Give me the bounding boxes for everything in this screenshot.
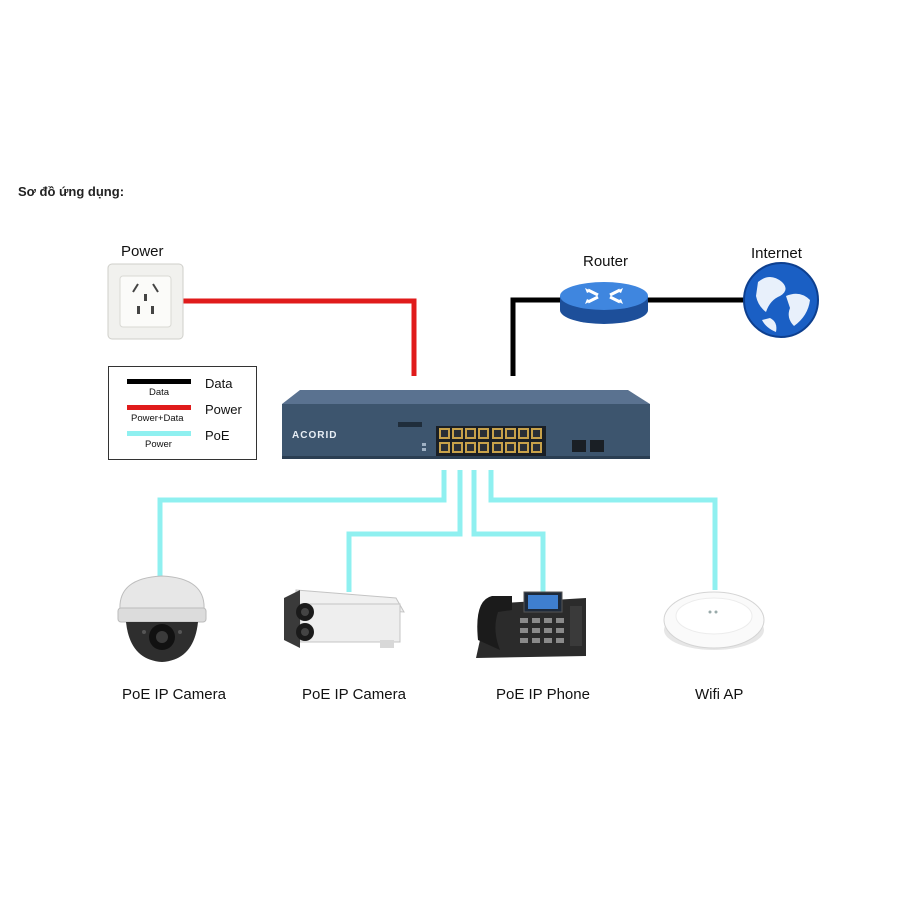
switch-brand-label: ACORID — [292, 430, 338, 441]
legend-power-caption: Power+Data — [131, 413, 184, 424]
power-label: Power — [121, 243, 164, 260]
phone-label: PoE IP Phone — [496, 686, 590, 703]
diagram-heading: Sơ đồ ứng dụng: — [18, 184, 125, 199]
wifi-ap-label: Wifi AP — [695, 686, 744, 703]
legend-data-name: Data — [205, 376, 233, 391]
poe-line-camera-bullet — [346, 470, 463, 592]
legend-data-caption: Data — [149, 387, 170, 398]
legend-power-name: Power — [205, 402, 242, 417]
dome-camera-icon — [117, 575, 207, 662]
switch-sfp-ports — [572, 440, 604, 452]
poe-switch-device — [282, 390, 650, 459]
power-line — [183, 298, 417, 376]
legend-power-swatch — [127, 405, 191, 410]
poe-line-wifi — [488, 470, 718, 590]
legend-poe-swatch — [127, 431, 191, 436]
legend-poe-caption: Power — [145, 439, 172, 450]
router-icon — [560, 282, 648, 324]
bullet-camera-icon — [284, 589, 405, 648]
wifi-ap-icon — [663, 591, 765, 650]
poe-lines — [157, 470, 718, 592]
internet-label: Internet — [751, 245, 802, 262]
internet-globe-icon — [743, 262, 819, 338]
poe-line-phone — [471, 470, 546, 592]
camera-dome-label: PoE IP Camera — [122, 686, 226, 703]
poe-line-camera-dome — [157, 470, 447, 578]
ip-phone-icon — [476, 591, 586, 658]
legend-data-swatch — [127, 379, 191, 384]
switch-ports — [436, 426, 546, 456]
power-socket-icon — [107, 263, 184, 340]
camera-bullet-label: PoE IP Camera — [302, 686, 406, 703]
legend-poe-name: PoE — [205, 428, 230, 443]
router-label: Router — [583, 253, 629, 270]
data-line-router — [510, 297, 560, 376]
legend: Data Data Power+Data Power Power PoE — [108, 366, 257, 460]
